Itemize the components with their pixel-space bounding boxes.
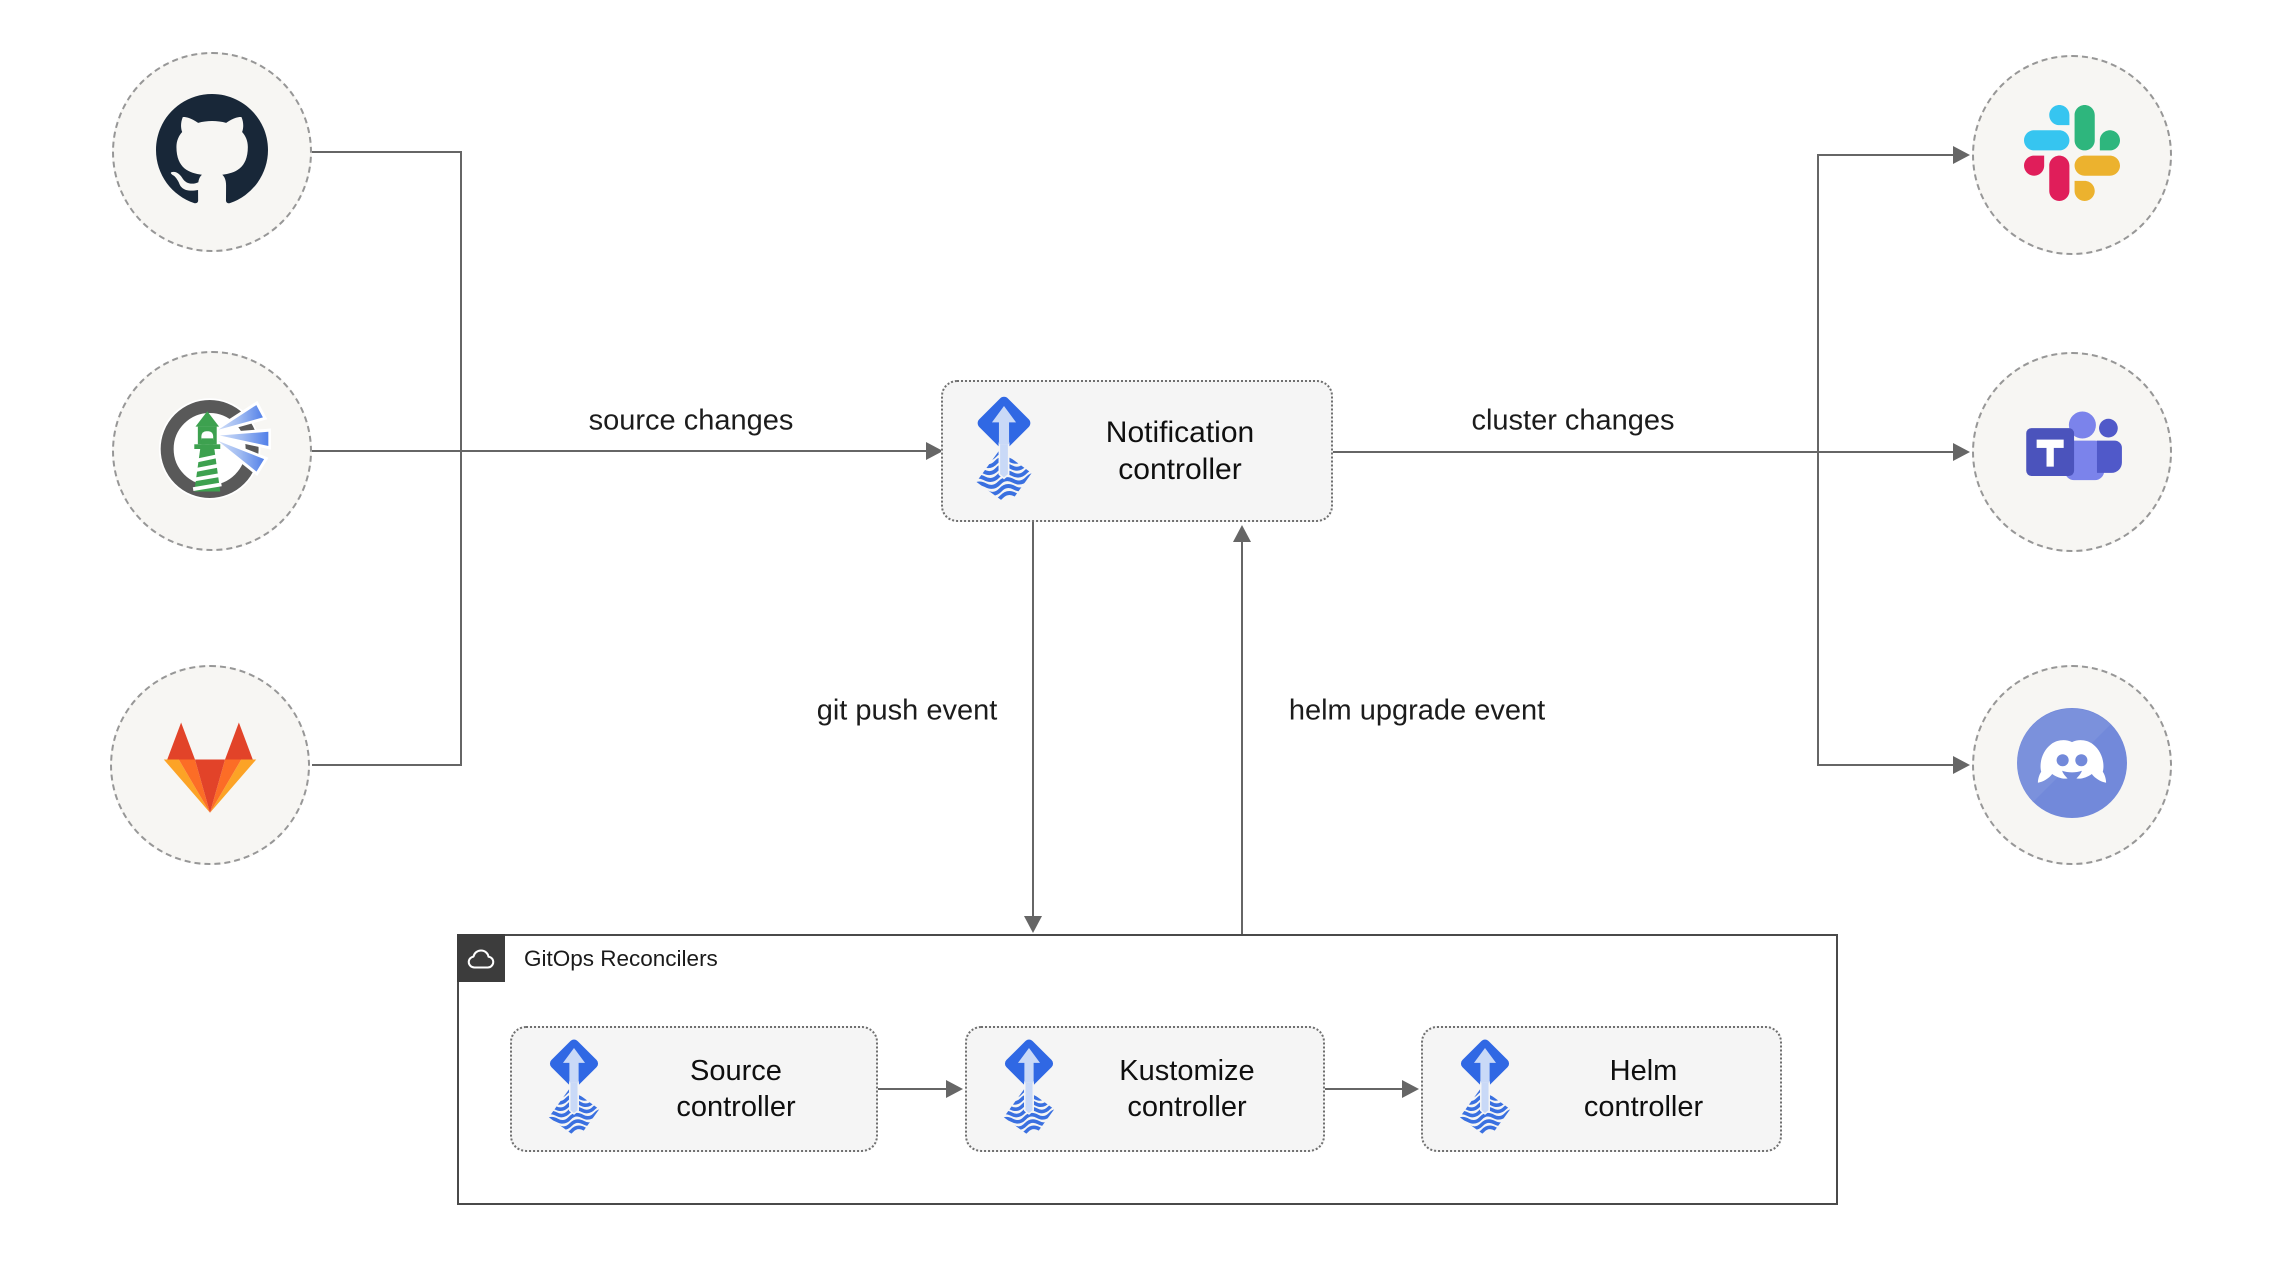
node-slack xyxy=(1972,55,2172,255)
gitops-reconcilers-title: GitOps Reconcilers xyxy=(524,946,718,971)
edge-source-changes-line xyxy=(312,450,928,452)
edge-cluster-changes-line xyxy=(1333,451,1954,453)
edge-slack-arrowhead xyxy=(1953,146,1970,164)
edge-discord-arrowhead xyxy=(1953,756,1970,774)
node-source-controller: Source controller xyxy=(510,1026,878,1152)
slack-icon xyxy=(2024,104,2120,206)
edge-label-source-changes: source changes xyxy=(582,404,800,438)
gitlab-icon xyxy=(152,711,268,820)
harbor-icon xyxy=(153,390,272,513)
edge-label-cluster-changes: cluster changes xyxy=(1465,404,1681,438)
gitops-reconcilers-container xyxy=(457,934,1838,1205)
node-gitlab xyxy=(110,665,310,865)
edge-helm-upgrade-arrowhead xyxy=(1233,525,1251,542)
notification-controller-label: Notification controller xyxy=(1105,416,1255,486)
helm-controller-label: Helm controller xyxy=(1583,1055,1704,1123)
flux-icon xyxy=(542,1038,606,1141)
edge-github-line xyxy=(312,151,461,153)
edge-kustomize-to-helm-line xyxy=(1325,1088,1404,1090)
node-harbor xyxy=(112,351,312,551)
github-icon xyxy=(156,93,268,211)
edge-gitlab-line xyxy=(312,764,461,766)
node-github xyxy=(112,52,312,252)
flux-icon xyxy=(1453,1038,1517,1141)
edge-label-git-push-event: git push event xyxy=(810,694,1004,728)
edge-teams-arrowhead xyxy=(1953,443,1970,461)
edge-helm-upgrade-line xyxy=(1241,542,1243,934)
edge-discord-line xyxy=(1818,764,1954,766)
node-discord xyxy=(1972,665,2172,865)
teams-icon xyxy=(2020,398,2124,507)
node-teams xyxy=(1972,352,2172,552)
node-notification-controller: Notification controller xyxy=(941,380,1333,522)
edge-source-to-kustomize-line xyxy=(878,1088,948,1090)
edge-source-changes-arrowhead xyxy=(926,442,943,460)
edge-sources-merge-line xyxy=(460,151,462,766)
edge-source-to-kustomize-arrowhead xyxy=(946,1080,963,1098)
kustomize-controller-label: Kustomize controller xyxy=(1119,1055,1255,1123)
edge-git-push-arrowhead xyxy=(1024,916,1042,933)
edge-kustomize-to-helm-arrowhead xyxy=(1402,1080,1419,1098)
cloud-icon xyxy=(457,934,505,982)
edge-git-push-line xyxy=(1032,522,1034,918)
flux-icon xyxy=(997,1038,1061,1141)
node-kustomize-controller: Kustomize controller xyxy=(965,1026,1325,1152)
flux-icon xyxy=(969,395,1039,508)
edge-slack-line xyxy=(1818,154,1954,156)
discord-icon xyxy=(2017,707,2127,823)
edge-targets-branch-line xyxy=(1817,154,1819,766)
source-controller-label: Source controller xyxy=(676,1055,796,1123)
node-helm-controller: Helm controller xyxy=(1421,1026,1782,1152)
edge-label-helm-upgrade-event: helm upgrade event xyxy=(1282,694,1552,728)
